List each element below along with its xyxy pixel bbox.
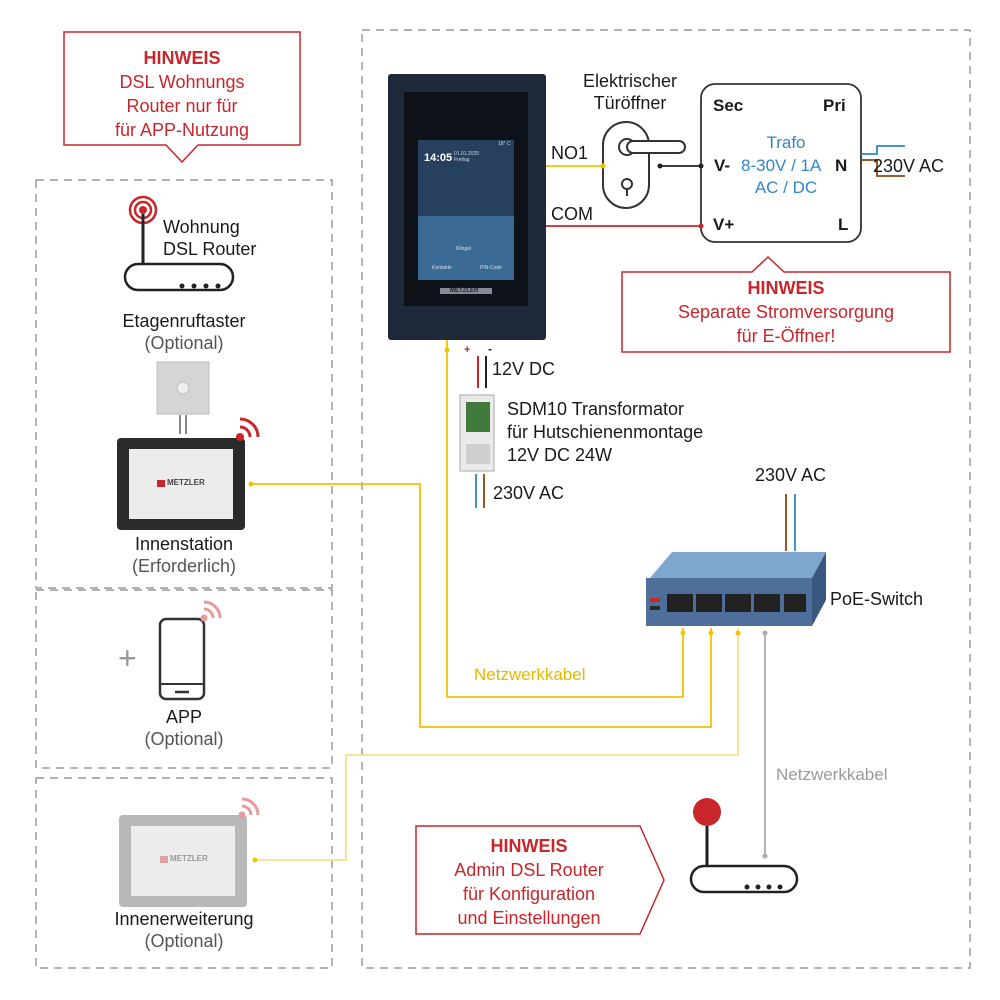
router-icon — [123, 195, 235, 292]
trafo-title: Trafo — [766, 133, 806, 152]
etagenruftaster-title: Etagenruftaster — [122, 311, 246, 331]
outdoor-time: 14:05 — [424, 152, 453, 164]
hinweis-power-box — [621, 255, 951, 353]
innenstation-brand: METZLER — [167, 478, 205, 487]
innenstation-title: Innenstation — [134, 534, 234, 554]
innenerweiterung-sub: (Optional) — [144, 931, 224, 951]
tueroeffner-label: Elektrischer Türöffner — [560, 70, 700, 114]
trafo-v-plus: V+ — [713, 215, 735, 234]
innenerweiterung-brand: METZLER — [170, 854, 208, 863]
trafo-l: L — [838, 215, 849, 234]
trafo-mains: 230V AC — [873, 156, 945, 176]
wohnung-router-line: DSL Router — [163, 239, 257, 259]
wohnung-router-label: Wohnung DSL Router — [163, 216, 256, 260]
sdm10-line: für Hutschienenmontage — [507, 422, 704, 442]
outdoor-day: Freitag — [454, 157, 470, 163]
smartphone-icon — [158, 617, 206, 701]
hinweis-router-note: HINWEIS DSL Wohnungs Router nur für für … — [64, 46, 300, 142]
trafo-acdc: AC / DC — [754, 178, 818, 197]
innenerweiterung-title: Innenerweiterung — [114, 909, 254, 929]
outdoor-station-device — [388, 74, 546, 340]
etagenruftaster-sub: (Optional) — [144, 333, 224, 353]
hinweis-power-line: für E-Öffner! — [736, 326, 836, 346]
hinweis-power-title: HINWEIS — [747, 278, 825, 298]
hinweis-router-line: für APP-Nutzung — [114, 120, 250, 140]
sdm10-line: SDM10 Transformator — [507, 399, 685, 419]
hinweis-power-note: HINWEIS Separate Stromversorgung für E-Ö… — [622, 276, 950, 348]
innenstation-label: Innenstation (Erforderlich) — [36, 533, 332, 577]
sdm10-label: SDM10 Transformator für Hutschienenmonta… — [507, 398, 703, 467]
wifi-signal-icon — [236, 417, 260, 441]
tueroeffner-line: Elektrischer — [582, 71, 678, 91]
hinweis-admin-line: und Einstellungen — [457, 908, 601, 928]
outdoor-date: 01.01.2025 — [454, 151, 480, 157]
wohnung-router-line: Wohnung — [163, 217, 240, 237]
right-zone-boundary — [361, 29, 971, 969]
sdm10-mains: 230V AC — [493, 483, 565, 503]
poe-label: PoE-Switch — [830, 589, 924, 609]
left-zone-mid-boundary — [35, 589, 333, 769]
app-sub: (Optional) — [144, 729, 224, 749]
app-plus-sign: + — [118, 640, 137, 676]
trafo-sec: Sec — [713, 96, 744, 115]
din-rail-transformer-icon — [459, 394, 495, 472]
hinweis-router-box — [63, 31, 301, 164]
left-zone-bottom-boundary — [35, 777, 333, 969]
admin-router-icon — [689, 798, 799, 894]
cable-innenstation-to-switch — [251, 483, 712, 728]
innenstation-sub: (Erforderlich) — [131, 556, 237, 576]
outdoor-button-pin: PIN-Code — [480, 265, 502, 271]
hinweis-admin-box — [415, 825, 665, 935]
cable-innenerweiterung-to-switch — [255, 628, 739, 861]
hinweis-router-title: HINWEIS — [143, 48, 221, 68]
hinweis-router-line: Router nur für — [126, 96, 238, 116]
etagenruftaster-label: Etagenruftaster (Optional) — [36, 310, 332, 354]
trafo-pri: Pri — [823, 96, 846, 115]
call-button-icon — [156, 361, 210, 434]
trafo-v-minus: V- — [714, 156, 731, 175]
hinweis-power-line: Separate Stromversorgung — [677, 302, 895, 322]
trafo-rating: 8-30V / 1A — [741, 156, 822, 175]
outdoor-temp: 18° C — [498, 141, 511, 147]
poe-mains: 230V AC — [755, 465, 827, 485]
hinweis-router-line: DSL Wohnungs — [119, 72, 245, 92]
network-cable-label-yellow: Netzwerkkabel — [474, 665, 586, 684]
outdoor-brand: METZLER — [450, 288, 479, 294]
innenerweiterung-label: Innenerweiterung (Optional) — [36, 908, 332, 952]
hinweis-admin-note: HINWEIS Admin DSL Router für Konfigurati… — [416, 834, 642, 930]
cable-outdoor-to-switch — [446, 340, 684, 698]
wire-label-no1: NO1 — [551, 143, 589, 163]
innenerweiterung-device — [119, 815, 247, 907]
outdoor-date-block: 01.01.2025 Freitag — [454, 151, 479, 163]
wifi-signal-icon-app — [200, 600, 222, 622]
outdoor-button-kontakte: Kontakte — [432, 265, 452, 271]
outdoor-button-klingel: Klingel — [456, 246, 472, 252]
tueroeffner-line: Türöffner — [593, 93, 667, 113]
innenstation-device — [117, 438, 245, 530]
sdm10-line: 12V DC 24W — [507, 445, 613, 465]
app-title: APP — [165, 707, 203, 727]
hinweis-admin-line: Admin DSL Router — [454, 860, 604, 880]
trafo-box — [700, 83, 862, 243]
dc-label: 12V DC — [492, 359, 556, 379]
dc-plus: + — [464, 344, 471, 356]
dc-minus: - — [488, 342, 492, 356]
app-label: APP (Optional) — [36, 706, 332, 750]
network-cable-label-gray: Netzwerkkabel — [776, 765, 888, 784]
trafo-n: N — [835, 156, 848, 175]
left-zone-top-boundary — [35, 179, 333, 589]
wifi-signal-icon-ext — [238, 797, 260, 819]
hinweis-admin-line: für Konfiguration — [462, 884, 596, 904]
door-handle-icon — [602, 121, 686, 209]
wire-label-com: COM — [551, 204, 593, 224]
hinweis-admin-title: HINWEIS — [490, 836, 568, 856]
poe-switch-icon — [646, 552, 826, 626]
